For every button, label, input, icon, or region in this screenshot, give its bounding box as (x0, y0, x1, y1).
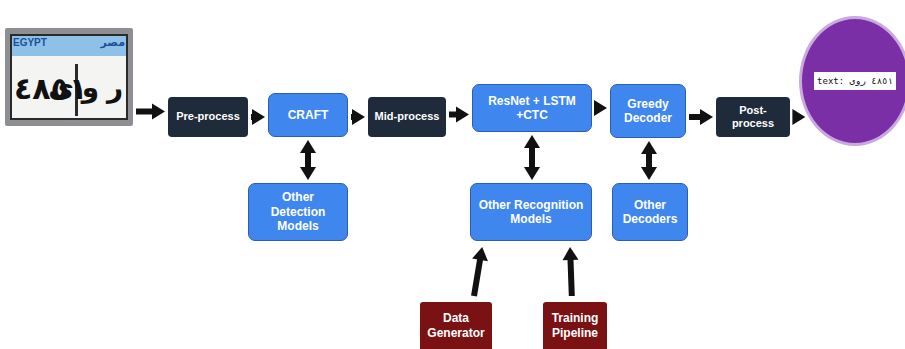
arrow-shaft (136, 109, 153, 115)
box-label: Greedy Decoder (616, 97, 680, 126)
option-box: Other Recognition Models (470, 183, 592, 241)
box-label: text: ٤٨٥١ روى (814, 72, 896, 91)
box-label: ResNet + LSTM +CTC (478, 94, 586, 123)
arrow-shaft (305, 152, 311, 168)
arrow-shaft (474, 259, 480, 296)
arrow-head (524, 135, 540, 148)
arrow-shaft (449, 112, 457, 118)
flow-arrow (563, 247, 579, 296)
flow-arrow (300, 140, 316, 180)
flow-arrow (136, 104, 165, 120)
flow-arrow (594, 100, 607, 116)
arrow-head (641, 141, 657, 154)
arrow-head (300, 167, 316, 180)
arrow-head (641, 167, 657, 180)
flow-arrow (472, 247, 488, 296)
arrow-head (524, 167, 540, 180)
tool-box: Data Generator (420, 302, 492, 349)
box-label: CRAFT (288, 108, 329, 122)
decoder-box: Greedy Decoder (610, 84, 686, 138)
flow-arrow (524, 135, 540, 180)
arrow-head (563, 247, 579, 260)
license-plate: EGYPTمصر٤٨٥١ر و ى (5, 28, 133, 126)
option-box: Other Detection Models (248, 183, 348, 241)
flow-arrow (792, 109, 805, 125)
box-label: Training Pipeline (547, 311, 603, 340)
box-label: Post-process (720, 104, 786, 130)
box-label: Other Detection Models (254, 190, 342, 233)
box-label: Mid-process (375, 110, 440, 123)
process-box: Post-process (716, 97, 790, 137)
model-box: ResNet + LSTM +CTC (472, 84, 592, 132)
arrow-shaft (689, 114, 701, 120)
flow-arrow (641, 141, 657, 180)
tool-box: Training Pipeline (543, 302, 607, 349)
option-box: Other Decoders (612, 183, 688, 241)
box-label: Pre-process (176, 110, 240, 123)
flow-arrow (689, 109, 713, 125)
arrow-head (594, 100, 607, 116)
arrow-head (352, 109, 365, 125)
arrow-shaft (646, 153, 652, 168)
box-label: Other Recognition Models (476, 198, 586, 227)
plate-text: ر و ى (48, 74, 123, 102)
arrow-head (300, 140, 316, 153)
plate-text: EGYPT (13, 38, 47, 48)
arrow-head (152, 104, 165, 120)
box-label: Other Decoders (618, 198, 682, 227)
plate-text: مصر (101, 37, 126, 48)
arrow-head (700, 109, 713, 125)
arrow-shaft (570, 259, 571, 296)
flow-arrow (449, 107, 469, 123)
arrow-head (792, 109, 805, 125)
arrow-shaft (529, 147, 535, 168)
arrow-head (456, 107, 469, 123)
flow-arrow (351, 109, 365, 125)
arrow-head (252, 109, 265, 125)
model-box: CRAFT (268, 93, 348, 137)
process-box: Pre-process (168, 97, 248, 137)
process-box: Mid-process (368, 97, 446, 137)
flow-arrow (251, 109, 265, 125)
box-label: Data Generator (424, 311, 488, 340)
output-circle: text: ٤٨٥١ روى (799, 16, 905, 146)
arrow-head (472, 247, 488, 261)
